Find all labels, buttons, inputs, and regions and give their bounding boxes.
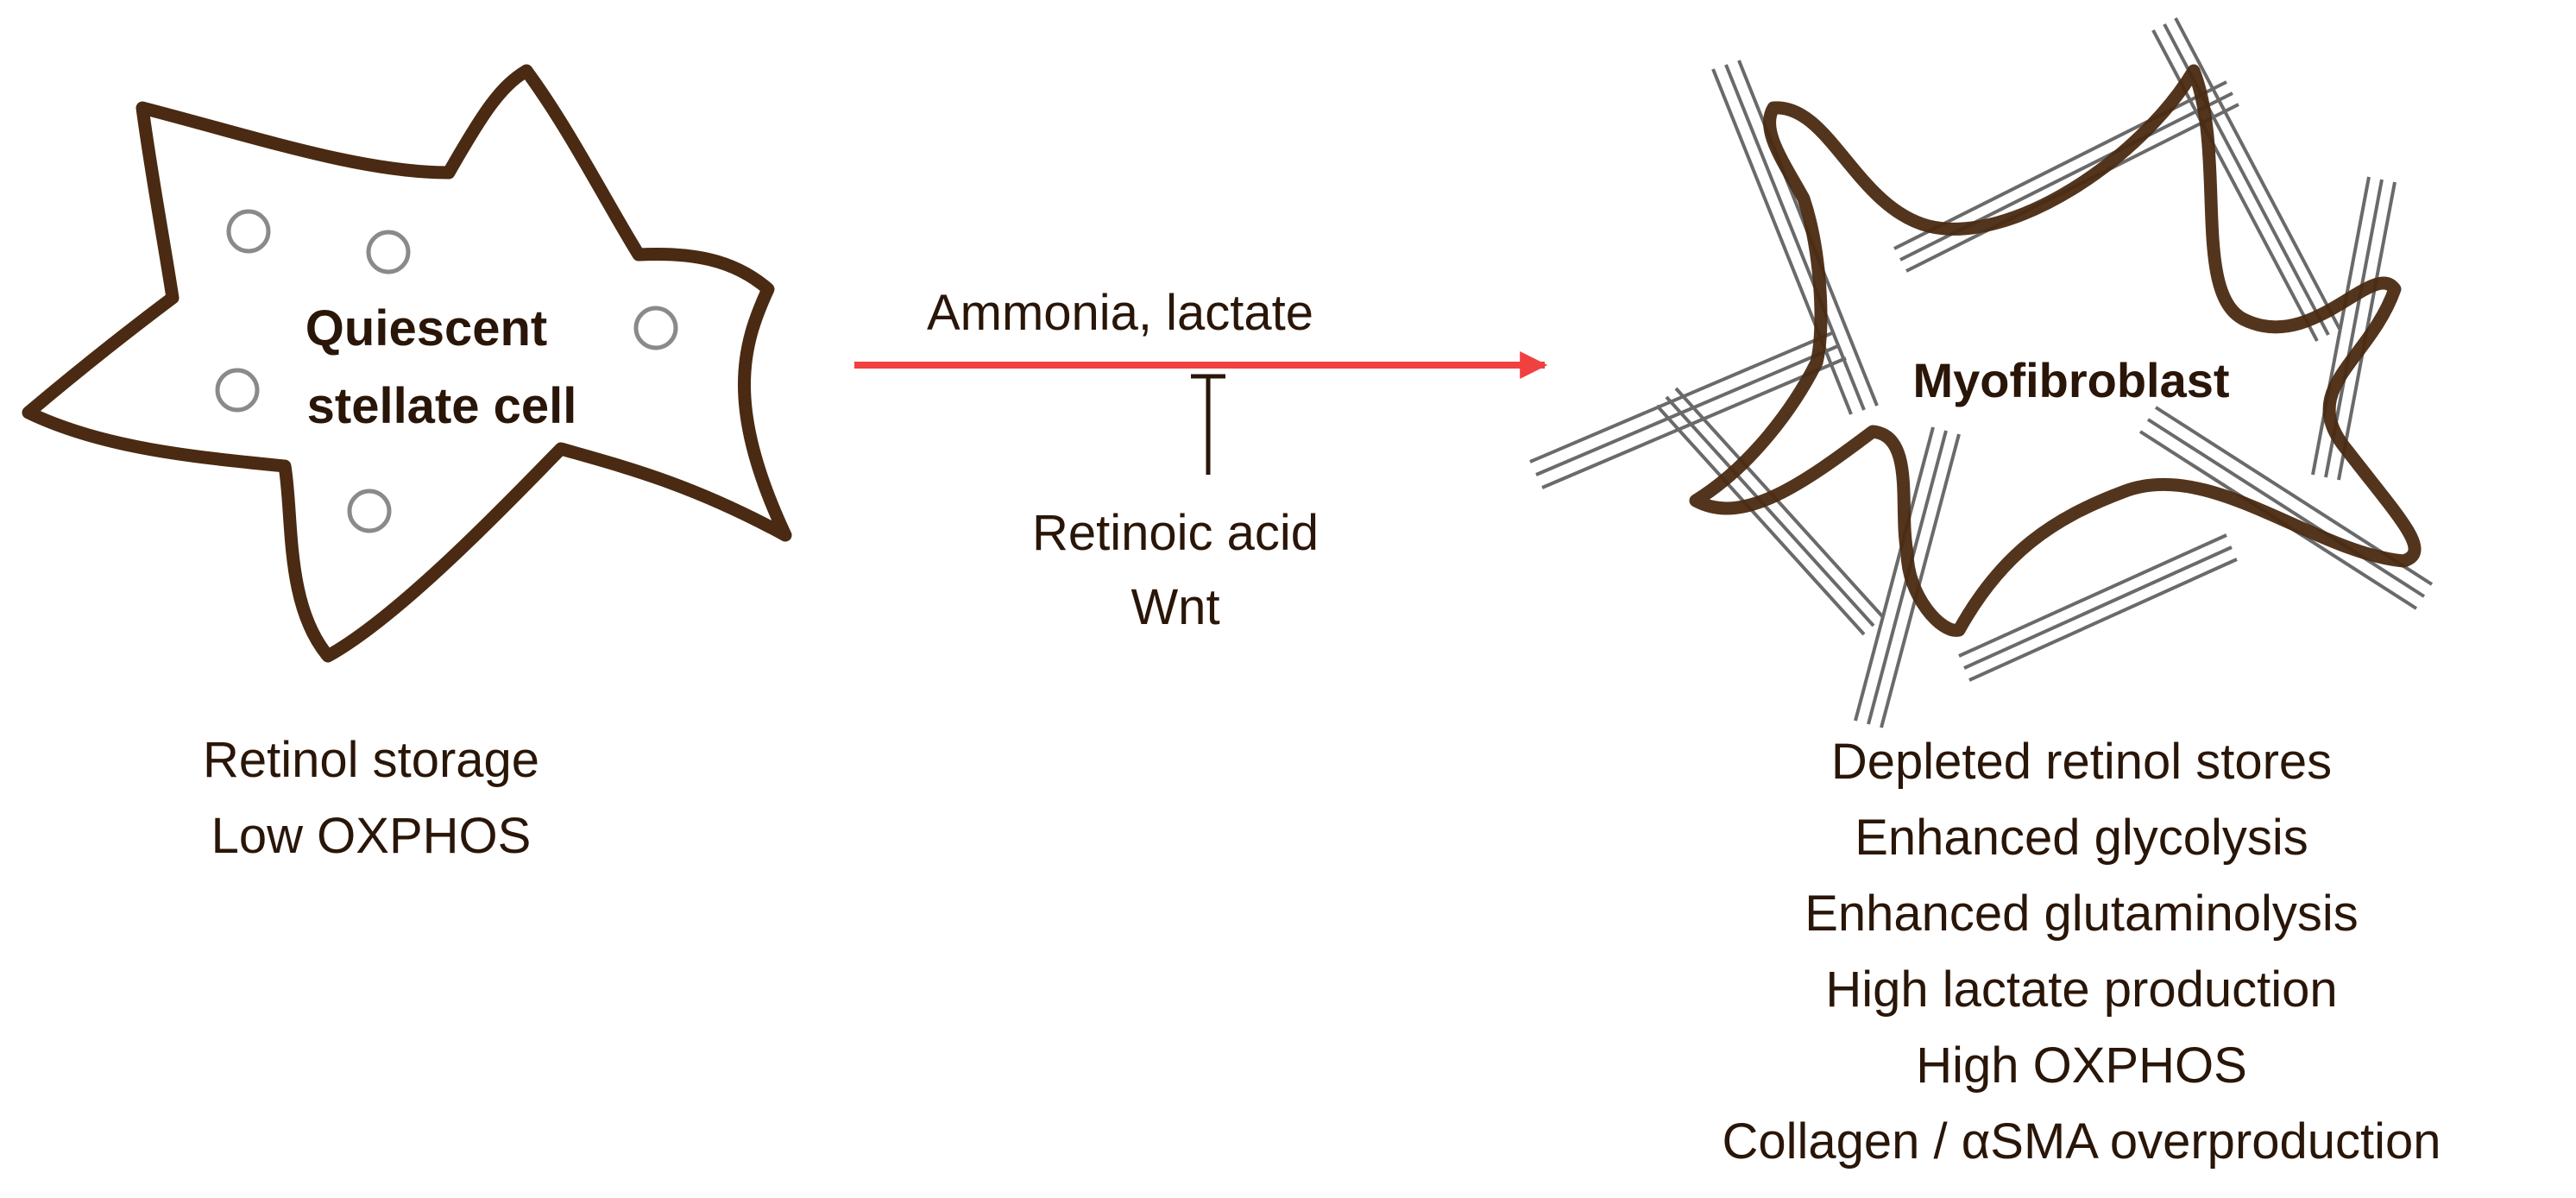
collagen-fiber <box>1655 387 1885 636</box>
myofibroblast-label: Myofibroblast <box>1912 353 2229 407</box>
collagen-fiber <box>1893 80 2239 273</box>
quiescent-stellate-cell: Quiescent stellate cell <box>22 64 792 663</box>
myofibroblast-feature: Enhanced glutaminolysis <box>1804 886 2359 942</box>
quiescent-label-line2: stellate cell <box>307 378 577 434</box>
inhibition-bar <box>1191 374 1225 475</box>
quiescent-features: Retinol storage Low OXPHOS <box>203 732 539 864</box>
collagen-fiber <box>1958 533 2238 682</box>
collagen-fiber <box>1529 331 1847 489</box>
transition: Ammonia, lactate Retinoic acid Wnt <box>854 285 1548 635</box>
myofibroblast-feature: Depleted retinol stores <box>1831 734 2332 790</box>
retinol-vesicle <box>633 306 678 350</box>
quiescent-label-line1: Quiescent <box>305 300 547 356</box>
retinol-vesicle <box>366 230 411 274</box>
inhibitor-label: Wnt <box>1131 579 1219 635</box>
myofibroblast-feature: Collagen / αSMA overproduction <box>1722 1113 2441 1170</box>
myofibroblast-feature: High OXPHOS <box>1916 1037 2247 1094</box>
collagen-fiber <box>2151 17 2341 342</box>
quiescent-feature: Retinol storage <box>203 732 539 788</box>
retinol-vesicle <box>347 489 392 533</box>
quiescent-cell-outline <box>22 64 792 663</box>
retinol-vesicles <box>215 209 678 533</box>
retinol-vesicle <box>215 368 260 413</box>
myofibroblast-features: Depleted retinol stores Enhanced glycoly… <box>1722 734 2441 1170</box>
myofibroblast-cell: Myofibroblast <box>1529 17 2434 728</box>
quiescent-feature: Low OXPHOS <box>211 808 532 864</box>
inhibitor-label: Retinoic acid <box>1032 505 1319 561</box>
myofibroblast-feature: Enhanced glycolysis <box>1855 810 2308 866</box>
myofibroblast-outline <box>1689 64 2422 637</box>
activators-label: Ammonia, lactate <box>927 285 1313 341</box>
myofibroblast-feature: High lactate production <box>1825 962 2337 1018</box>
retinol-vesicle <box>226 209 271 254</box>
